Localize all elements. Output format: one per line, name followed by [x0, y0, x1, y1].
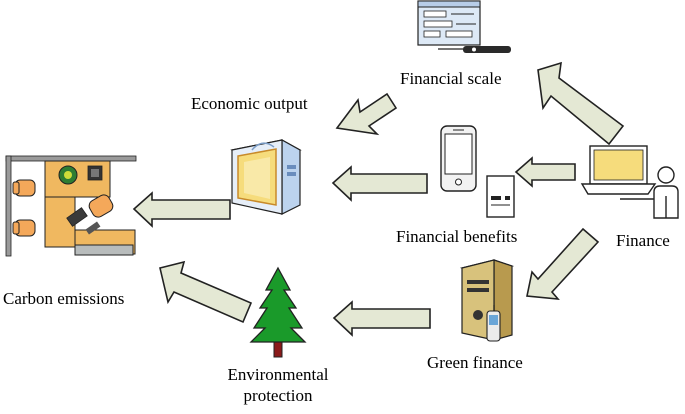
label-financial-scale: Financial scale — [400, 69, 502, 88]
mobile-phone-icon — [440, 125, 477, 192]
office-floorplan-icon — [5, 155, 137, 257]
label-carbon-emissions: Carbon emissions — [3, 289, 124, 308]
arrow-finance-to-green-finance — [526, 227, 600, 300]
arrow-finance-to-financial-benefits — [514, 156, 576, 188]
label-environmental-protection-line2: protection — [244, 386, 313, 405]
economic-output-box-icon — [230, 138, 302, 215]
label-environmental-protection-line1: Environmental — [227, 365, 328, 384]
arrow-financial-benefits-to-economic-output — [331, 165, 428, 202]
arrow-economic-output-to-carbon-emissions — [132, 191, 231, 228]
green-finance-phone-icon — [486, 305, 501, 342]
label-financial-benefits: Financial benefits — [396, 227, 517, 246]
person-icon — [620, 166, 679, 219]
form-document-icon — [417, 0, 511, 53]
label-finance: Finance — [616, 231, 670, 250]
small-server-icon — [486, 175, 515, 218]
arrow-financial-scale-to-economic-output — [335, 92, 398, 136]
arrow-green-finance-to-environmental-protection — [332, 300, 431, 337]
label-economic-output: Economic output — [191, 94, 308, 113]
laptop-icon — [580, 145, 657, 195]
arrow-finance-to-financial-scale — [537, 61, 625, 146]
label-green-finance: Green finance — [427, 353, 523, 372]
arrow-environmental-protection-to-carbon-emissions — [159, 260, 253, 324]
pine-tree-icon — [249, 266, 307, 358]
